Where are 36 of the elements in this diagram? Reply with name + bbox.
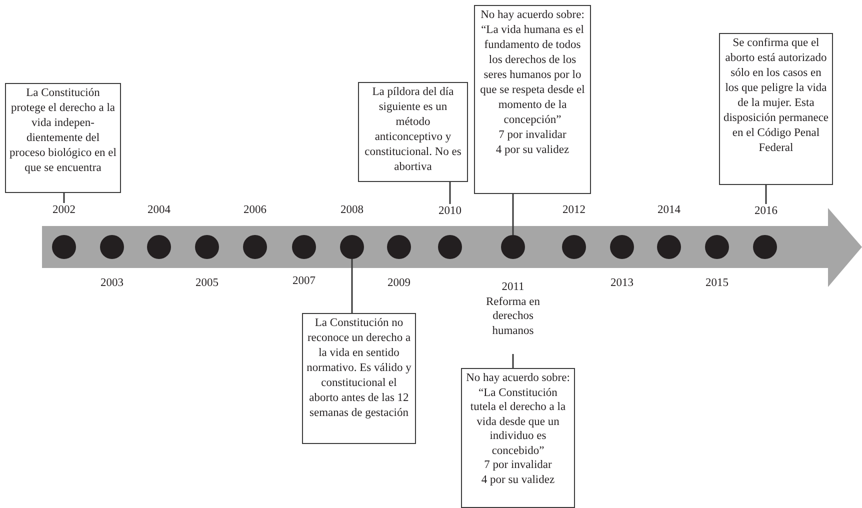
year-label: 2007 <box>292 274 316 289</box>
leader-line <box>765 185 767 204</box>
year-label: 2011 <box>500 280 526 294</box>
callout-box <box>461 368 575 508</box>
year-label: 2006 <box>242 203 268 218</box>
leader-line <box>351 259 353 313</box>
callout-text: 4 por su validez <box>480 472 556 487</box>
year-label: 2013 <box>610 276 634 291</box>
callout-text: No hay acuerdo sobre: <box>480 8 586 23</box>
callout-text: 7 por invalidar <box>483 458 553 472</box>
callout-text: 4 por su validez <box>494 143 570 158</box>
leader-line <box>449 182 451 204</box>
year-label: 2008 <box>340 203 364 218</box>
year-label: 2003 <box>100 276 124 291</box>
year-label: 2015 <box>704 276 730 291</box>
event-label: Reforma en derechos humanos <box>485 294 541 338</box>
year-label: 2014 <box>656 203 682 218</box>
year-label: 2009 <box>386 276 412 291</box>
callout-text: No hay acuerdo sobre: <box>465 371 571 386</box>
leader-line <box>512 194 514 235</box>
year-label: 2012 <box>562 203 586 218</box>
leader-line <box>63 193 65 203</box>
year-label: 2010 <box>430 204 470 219</box>
callout-box: Se confirma que el aborto está autorizado sólo en los casos en los que peligre la vida de la mujer. Esta disposición permanece en el Código Penal Federal <box>719 33 833 185</box>
year-label: 2002 <box>44 203 84 218</box>
year-label: 2005 <box>194 276 220 291</box>
callout-box <box>474 5 591 194</box>
callout-box: La Constitución no reconoce un derecho a la vida en sentido normativo. Es válido y constitucional el aborto antes de las 12 semanas de gestación <box>302 313 416 444</box>
callout-text: “La Constitución tutela el derecho a la vida desde que un individuo es concebido” <box>469 386 567 458</box>
callout-text: “La vida humana es el fundamento de todos los derechos de los seres humanos por lo que se respeta desde el momento de la concepción” <box>479 23 586 128</box>
year-label: 2016 <box>746 204 786 219</box>
callout-box: La píldora del día siguiente es un método anticonceptivo y constitucional. No es abortiva <box>358 82 468 182</box>
year-label: 2004 <box>146 203 172 218</box>
callout-box: La Constitución protege el derecho a la vida indepen-dientemente del proceso biológico en el que se encuentra <box>5 83 121 193</box>
leader-line <box>512 354 514 368</box>
callout-text: 7 por invalidar <box>498 128 568 143</box>
